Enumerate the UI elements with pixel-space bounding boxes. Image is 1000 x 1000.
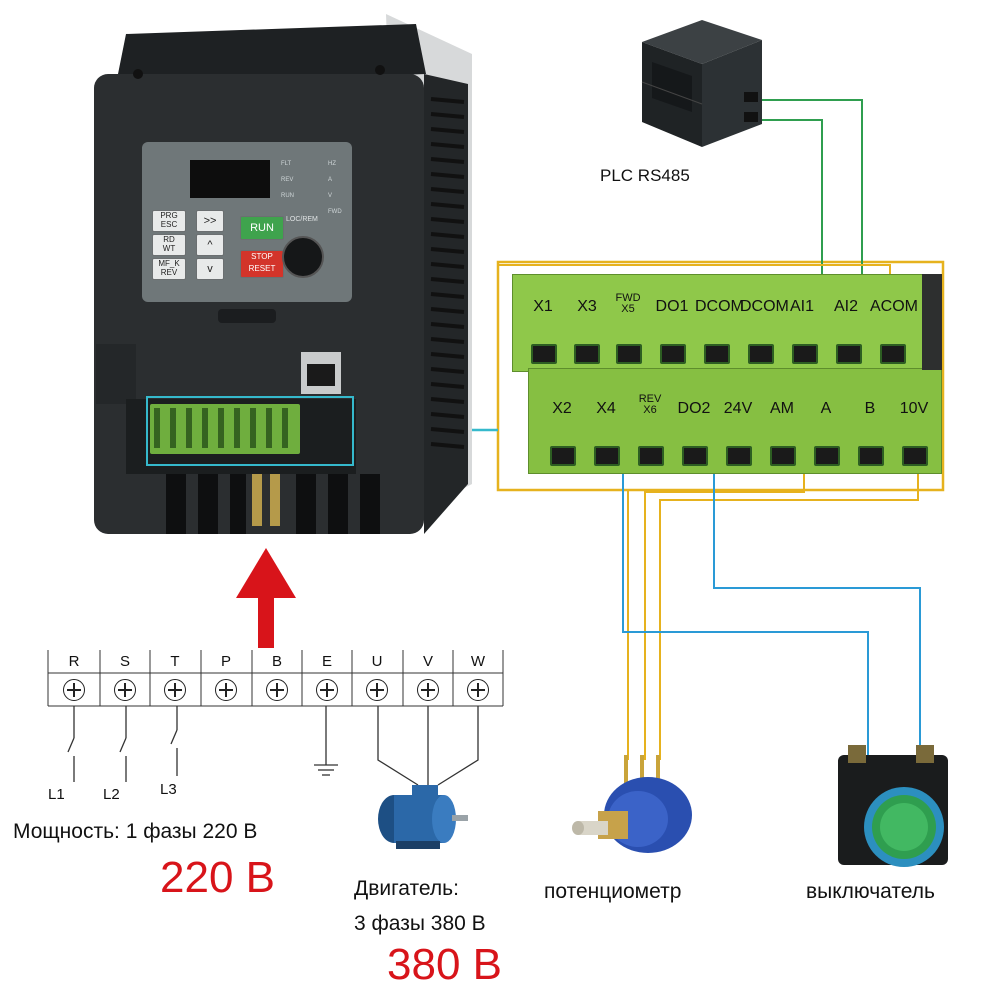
plc-icon — [641, 20, 762, 147]
power-caption: Мощность: 1 фазы 220 В — [13, 820, 258, 843]
screw-bot-9[interactable] — [902, 446, 928, 466]
term-do1: DO1 — [655, 298, 689, 315]
bus-term-u: U — [371, 653, 383, 670]
term-a: A — [820, 400, 832, 417]
potentiometer-icon — [572, 755, 692, 853]
line-l3: L3 — [160, 781, 177, 798]
term-ai1: AI1 — [789, 298, 814, 315]
screw-top-6[interactable] — [748, 344, 774, 364]
bus-term-t: T — [170, 653, 180, 670]
push-button-switch — [838, 745, 962, 875]
bus-screw-e — [316, 679, 338, 701]
term-acom: ACOM — [870, 298, 918, 315]
led-v: V — [328, 193, 333, 199]
stop-reset-key[interactable]: STOP RESET — [240, 250, 284, 278]
screw-top-1[interactable] — [531, 344, 557, 364]
potentiometer-label: потенциометр — [544, 880, 682, 903]
screw-top-7[interactable] — [792, 344, 818, 364]
screw-top-3[interactable] — [616, 344, 642, 364]
bus-screw-u — [366, 679, 388, 701]
pot-wire-2 — [659, 455, 919, 760]
term-do2: DO2 — [677, 400, 711, 417]
motor-voltage: 380 В — [387, 940, 502, 989]
inverter-terminal-highlight — [146, 396, 354, 466]
screw-bot-1[interactable] — [550, 446, 576, 466]
inverter-strip-screws — [154, 408, 298, 448]
screw-top-4[interactable] — [660, 344, 686, 364]
term-x4: X4 — [596, 400, 616, 417]
bus-screw-p — [215, 679, 237, 701]
shift-key[interactable]: >> — [196, 210, 224, 232]
led-flt: FLT — [281, 161, 292, 167]
bus-screw-r — [63, 679, 85, 701]
terminal-side-dark — [922, 274, 942, 370]
screw-top-5[interactable] — [704, 344, 730, 364]
input-switches — [67, 706, 178, 782]
screw-top-9[interactable] — [880, 344, 906, 364]
bus-term-v: V — [422, 653, 433, 670]
arrow-head — [236, 548, 296, 598]
bus-screw-b — [266, 679, 288, 701]
line-l2: L2 — [103, 786, 120, 803]
led-rev: REV — [281, 177, 294, 183]
term-fwd-x5: FWD X5 — [615, 292, 641, 315]
power-voltage: 220 В — [160, 853, 275, 902]
screw-bot-4[interactable] — [682, 446, 708, 466]
potentiometer — [558, 755, 708, 870]
plc-module — [632, 12, 772, 152]
led-fwd: FWD — [328, 209, 342, 215]
term-x1: X1 — [533, 298, 553, 315]
screw-top-2[interactable] — [574, 344, 600, 364]
screw-bot-2[interactable] — [594, 446, 620, 466]
term-b: B — [864, 400, 876, 417]
bus-screw-s — [114, 679, 136, 701]
bus-term-e: E — [321, 653, 332, 670]
bus-term-r: R — [68, 653, 80, 670]
arrow-shaft — [258, 590, 274, 648]
led-run: RUN — [281, 193, 294, 199]
mf-k-rev-key[interactable]: MF_K REV — [152, 258, 186, 280]
screw-bot-8[interactable] — [858, 446, 884, 466]
term-dcom-1: DCOM — [695, 298, 744, 315]
loc-rem-label: LOC/REM — [286, 216, 318, 223]
motor-icon — [378, 785, 468, 849]
term-am: AM — [770, 400, 794, 417]
term-x3: X3 — [577, 298, 597, 315]
term-10v: 10V — [899, 400, 929, 417]
bus-term-p: P — [220, 653, 231, 670]
plc-label: PLC RS485 — [600, 166, 690, 185]
line-l1: L1 — [48, 786, 65, 803]
switch-icon — [838, 745, 948, 867]
led-hz: HZ — [328, 161, 336, 167]
prg-esc-key[interactable]: PRG ESC — [152, 210, 186, 232]
term-dcom-2: DCOM — [740, 298, 789, 315]
screw-bot-3[interactable] — [638, 446, 664, 466]
bus-term-s: S — [119, 653, 130, 670]
term-rev-x6: REV X6 — [638, 393, 662, 416]
term-24v: 24V — [723, 400, 753, 417]
potentiometer-knob[interactable] — [282, 236, 324, 278]
bus-term-w: W — [470, 653, 486, 670]
motor-caption-1: Двигатель: — [354, 877, 459, 900]
bus-screw-t — [164, 679, 186, 701]
bus-screw-w — [467, 679, 489, 701]
run-key[interactable]: RUN — [240, 216, 284, 240]
screw-bot-7[interactable] — [814, 446, 840, 466]
screw-bot-6[interactable] — [770, 446, 796, 466]
bus-screw-v — [417, 679, 439, 701]
motor-wires — [377, 706, 479, 786]
motor — [372, 775, 472, 855]
term-x2: X2 — [552, 400, 572, 417]
screw-top-8[interactable] — [836, 344, 862, 364]
led-a: A — [328, 177, 333, 183]
term-ai2: AI2 — [833, 298, 858, 315]
ground-symbol — [314, 706, 338, 776]
switch-label: выключатель — [806, 880, 935, 903]
motor-caption-2: 3 фазы 380 В — [354, 912, 486, 935]
rd-wt-key[interactable]: RD WT — [152, 234, 186, 256]
up-key[interactable]: ^ — [196, 234, 224, 256]
screw-bot-5[interactable] — [726, 446, 752, 466]
bus-term-b: B — [271, 653, 282, 670]
down-key[interactable]: v — [196, 258, 224, 280]
